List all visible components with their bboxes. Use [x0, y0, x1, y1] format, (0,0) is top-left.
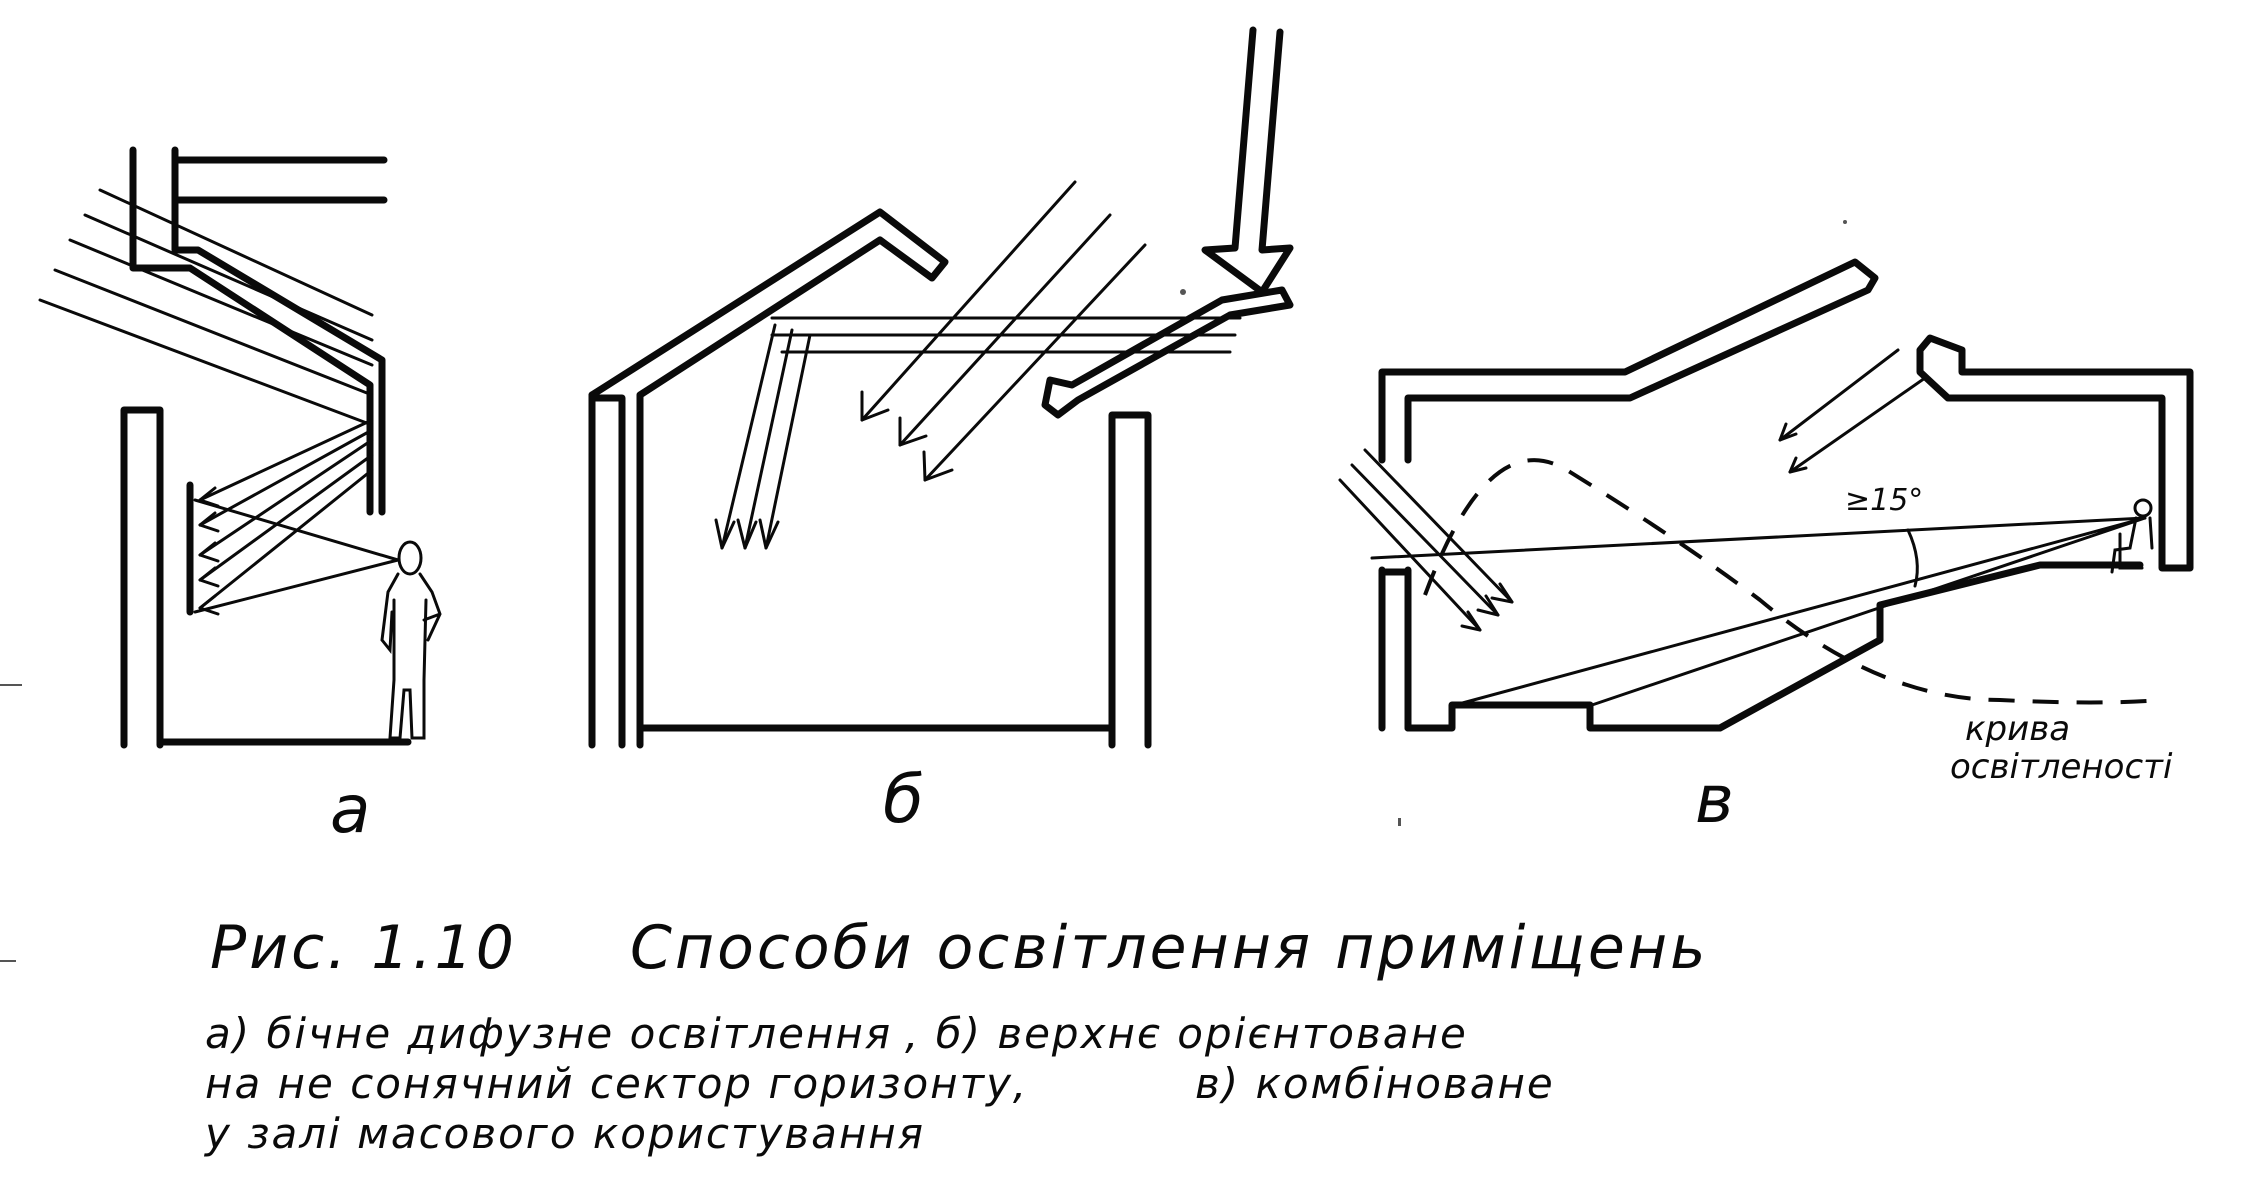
panel-c-curve-label-2: освітленості: [1950, 747, 2173, 787]
caption-line-1b: , б) верхнє орієнтоване: [905, 1009, 1468, 1058]
panel-c-diagram: ≥15° крива освітленості в: [1338, 258, 2194, 838]
panel-b-skylight-rays: [770, 316, 1242, 354]
panel-b-right-roof: [1041, 286, 1294, 419]
panel-b-right-wall: [1108, 411, 1152, 749]
panel-b-down-arrowheads: [714, 518, 780, 550]
panel-c-roof-right: [1916, 334, 2194, 572]
caption-line-3: у залі масового користування: [203, 1109, 925, 1158]
panel-a-lower-wall: [120, 406, 164, 749]
panel-c-seated-observer: [2110, 498, 2154, 574]
panel-b-diagram: б: [588, 26, 1294, 838]
panel-c-left-wall: [1378, 566, 1412, 732]
panel-a-incoming-rays: [38, 188, 374, 427]
panel-a-reflected-rays: [198, 418, 374, 610]
panel-c-roof: [1378, 258, 1879, 464]
panel-c-skylight-arrowheads: [1778, 422, 1808, 474]
panel-b-down-rays: [720, 323, 812, 550]
panel-a-upper-wall: [129, 146, 374, 516]
panel-c-curve-label-1: крива: [1965, 709, 2070, 749]
panel-c-label: в: [1695, 761, 1734, 838]
caption-line-1a: а) бічне дифузне освітлення: [205, 1009, 892, 1058]
panel-b-left-wall: [588, 391, 626, 749]
panel-a-sight-lines: [193, 498, 400, 614]
figure-number: Рис. 1.10: [210, 913, 517, 983]
caption: Рис. 1.10 Способи освітлення приміщень а…: [203, 913, 1708, 1158]
scan-marks: [0, 220, 1847, 962]
panel-c-angle-label: ≥15°: [1845, 483, 1923, 518]
panel-a-diagram: а: [38, 146, 442, 848]
panel-a-observer-figure: [380, 540, 442, 740]
panel-c-sight-lines: [1370, 516, 2147, 707]
panel-c-illumination-curve: [1423, 458, 2161, 705]
panel-c-window-rays: [1338, 448, 1514, 632]
panel-b-sun-arrow: [1201, 26, 1294, 296]
panel-b-diagonal-rays: [860, 180, 1147, 482]
panel-a-roof: [171, 196, 388, 252]
caption-line-2b: в) комбіноване: [1195, 1059, 1555, 1108]
panel-c-skylight-rays: [1778, 348, 1927, 474]
figure-title: Способи освітлення приміщень: [630, 913, 1708, 983]
panel-b-left-roof: [588, 208, 949, 749]
panel-c-window-arrowheads: [1460, 582, 1514, 632]
panel-c-angle-arc: [1906, 528, 1919, 588]
panel-a-label: а: [330, 771, 370, 848]
caption-line-2a: на не сонячний сектор горизонту,: [205, 1059, 1028, 1108]
panel-c-floor: [1404, 561, 2144, 732]
panel-b-label: б: [883, 761, 924, 838]
panel-b-diagonal-arrowheads: [860, 390, 954, 482]
